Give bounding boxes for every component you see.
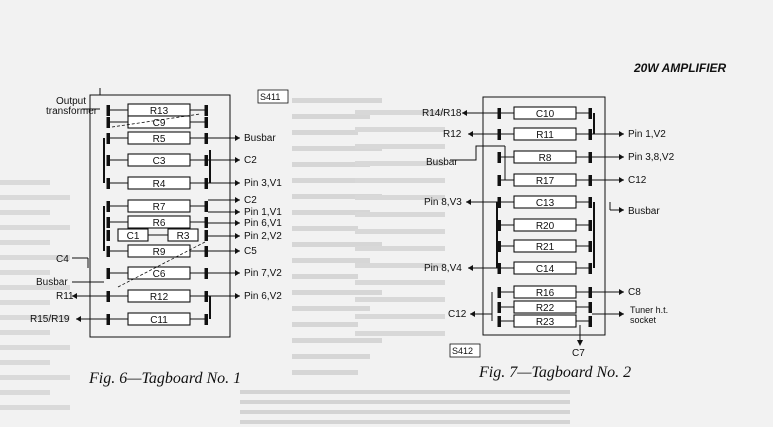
fig7-component-r20-label: R20 (536, 221, 555, 232)
fig7-right-label-tuner-1: Tuner h.t. (630, 305, 668, 315)
fig6-left-label-r15r19: R15/R19 (30, 314, 70, 325)
fig7-component-c14-label: C14 (536, 264, 555, 275)
fig6-component-r4-label: R4 (153, 179, 166, 190)
fig7-right-label-0: Pin 1,V2 (628, 129, 666, 140)
fig6-right-label-8: Pin 7,V2 (244, 268, 282, 279)
fig6-caption: Fig. 6—Tagboard No. 1 (88, 370, 241, 387)
fig7-box-code: S412 (452, 346, 473, 356)
fig7-right-label-tuner-2: socket (630, 315, 657, 325)
fig6-component-r13-label: R13 (150, 106, 169, 117)
fig7-left-label-busbar: Busbar (426, 157, 458, 168)
fig7-right-label-1: Pin 3,8,V2 (628, 152, 675, 163)
fig7-component-r17-label: R17 (536, 176, 555, 187)
fig7-left-label-r14r18: R14/R18 (422, 108, 462, 119)
fig7-component-r22-label: R22 (536, 303, 555, 314)
fig6-component-c9-label: C9 (153, 118, 166, 129)
bleed-through-text (0, 98, 570, 424)
fig6-component-c1-label: C1 (127, 231, 140, 242)
fig6-component-r5-label: R5 (153, 134, 166, 145)
tagboard-1-diagram: S411 Output transformer R13C9R5C3R4R7R6R… (30, 88, 289, 387)
fig7-right-label-c7: C7 (572, 348, 585, 359)
fig6-component-r12-label: R12 (150, 292, 169, 303)
fig7-right-label-c8: C8 (628, 287, 641, 298)
fig6-right-label-4: Pin 1,V1 (244, 207, 282, 218)
fig6-right-label-2: Pin 3,V1 (244, 178, 282, 189)
fig6-component-c11-label: C11 (150, 315, 168, 326)
fig7-left-label-r12: R12 (443, 129, 462, 140)
fig6-right-label-3: C2 (244, 195, 257, 206)
fig6-left-label-c4: C4 (56, 254, 69, 265)
fig7-component-r23-label: R23 (536, 317, 555, 328)
fig6-right-label-6: Pin 2,V2 (244, 231, 282, 242)
fig6-component-r9-label: R9 (153, 247, 166, 258)
fig6-component-r7-label: R7 (153, 202, 166, 213)
fig7-right-label-2: C12 (628, 175, 647, 186)
fig7-left-label-pin8v3: Pin 8,V3 (424, 197, 462, 208)
fig6-output-label-2: transformer (46, 106, 98, 117)
fig6-right-label-5: Pin 6,V1 (244, 218, 282, 229)
fig6-component-r6-label: R6 (153, 218, 166, 229)
fig6-component-r3-label: R3 (177, 231, 190, 242)
fig7-component-r8-label: R8 (539, 153, 552, 164)
fig6-output-label-1: Output (56, 96, 86, 107)
fig6-left-label-r11: R11 (56, 291, 74, 302)
fig7-component-r11-label: R11 (536, 130, 554, 141)
fig6-component-c6-label: C6 (153, 269, 166, 280)
fig7-left-label-pin8v4: Pin 8,V4 (424, 263, 462, 274)
fig7-caption: Fig. 7—Tagboard No. 2 (478, 364, 631, 381)
fig7-component-c10-label: C10 (536, 109, 555, 120)
fig6-right-label-1: C2 (244, 155, 257, 166)
fig7-component-r16-label: R16 (536, 288, 555, 299)
fig6-right-label-7: C5 (244, 246, 257, 257)
fig6-left-label-busbar: Busbar (36, 277, 68, 288)
fig7-component-r21-label: R21 (536, 242, 555, 253)
fig7-right-label-busbar: Busbar (628, 206, 660, 217)
fig6-right-label-0: Busbar (244, 133, 276, 144)
fig6-right-label-9: Pin 6,V2 (244, 291, 282, 302)
fig7-component-c13-label: C13 (536, 198, 555, 209)
fig6-box-code: S411 (260, 92, 280, 102)
fig6-component-c3-label: C3 (153, 156, 166, 167)
page-header: 20W AMPLIFIER (633, 61, 727, 75)
fig7-left-label-c12: C12 (448, 309, 467, 320)
